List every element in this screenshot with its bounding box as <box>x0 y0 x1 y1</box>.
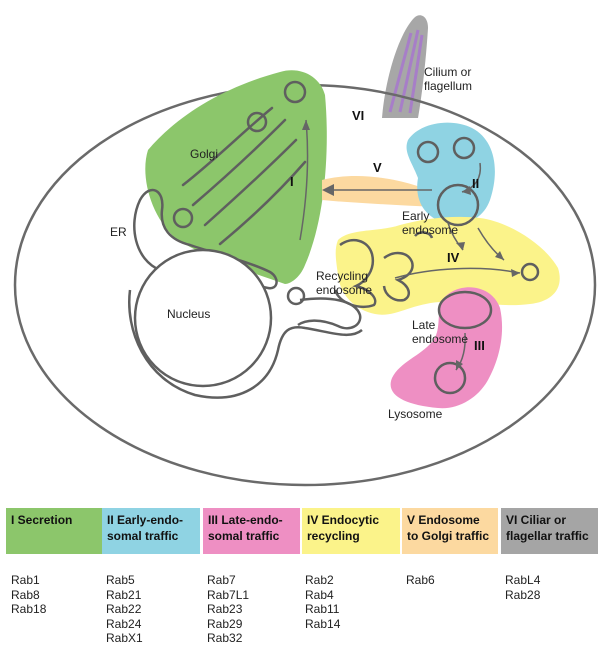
rab-item: Rab18 <box>11 602 47 616</box>
endosome-to-golgi-region <box>322 175 442 207</box>
golgi-region-secretion <box>145 70 327 284</box>
rab-item: Rab4 <box>305 587 334 602</box>
rab-item: Rab7L1 <box>207 587 250 602</box>
endosome-outlines <box>333 136 540 395</box>
marker-i: I <box>290 174 294 189</box>
rab-item: Rab11 <box>305 602 340 616</box>
rab-list-early-endosomal: Rab5 Rab21 Rab22 Rab24 RabX1 <box>106 573 143 646</box>
legend-endocytic-recycling: IV Endocytic recycling <box>302 508 400 554</box>
rab-item: Rab14 <box>305 616 341 631</box>
free-vesicle <box>286 286 306 306</box>
recycling-region <box>335 216 560 315</box>
rab-item: RabL4 <box>505 573 541 587</box>
marker-v: V <box>373 160 382 175</box>
golgi-vesicles <box>172 80 307 229</box>
rab-item: Rab21 <box>106 587 142 602</box>
rab-item: Rab28 <box>505 587 541 602</box>
rab-list-endocytic-recycling: Rab2 Rab4 Rab11 Rab14 <box>305 573 340 631</box>
pathway-arrows <box>299 119 521 371</box>
rab-item: Rab1 <box>11 573 40 587</box>
rab-list-late-endosomal: Rab7 Rab7L1 Rab23 Rab29 Rab32 <box>207 573 249 646</box>
legend-ciliar-flagellar: VI Ciliar or flagellar traffic <box>501 508 598 554</box>
legend-early-endosomal: II Early-endo- somal traffic <box>102 508 200 554</box>
label-nucleus: Nucleus <box>167 307 210 321</box>
rab-list-secretion: Rab1 Rab8 Rab18 <box>11 573 46 617</box>
label-er: ER <box>110 225 127 239</box>
arrowheads <box>302 120 520 370</box>
marker-vi: VI <box>352 108 364 123</box>
rab-item: Rab29 <box>207 616 243 631</box>
rab-item: Rab5 <box>106 573 135 587</box>
legend-endosome-to-golgi: V Endosome to Golgi traffic <box>402 508 498 554</box>
rab-item: RabX1 <box>106 631 143 645</box>
marker-ii: II <box>472 176 479 191</box>
label-lysosome: Lysosome <box>388 407 443 421</box>
late-endosome-region <box>390 287 503 409</box>
nucleus <box>133 248 273 388</box>
rab-item: Rab23 <box>207 602 243 616</box>
rab-list-ciliar-flagellar: RabL4 Rab28 <box>505 573 540 602</box>
rab-item: Rab32 <box>207 631 243 645</box>
rab-item: Rab2 <box>305 573 334 587</box>
rab-item: Rab7 <box>207 573 236 587</box>
rab-list-endosome-to-golgi: Rab6 <box>406 573 435 588</box>
rab-item: Rab6 <box>406 573 435 587</box>
legend-secretion: I Secretion <box>6 508 102 554</box>
label-golgi: Golgi <box>190 147 218 161</box>
marker-iii: III <box>474 338 485 353</box>
rab-item: Rab24 <box>106 616 142 631</box>
rab-item: Rab8 <box>11 587 40 602</box>
rab-item: Rab22 <box>106 602 142 616</box>
legend-late-endosomal: III Late-endo- somal traffic <box>203 508 300 554</box>
marker-iv: IV <box>447 250 460 265</box>
